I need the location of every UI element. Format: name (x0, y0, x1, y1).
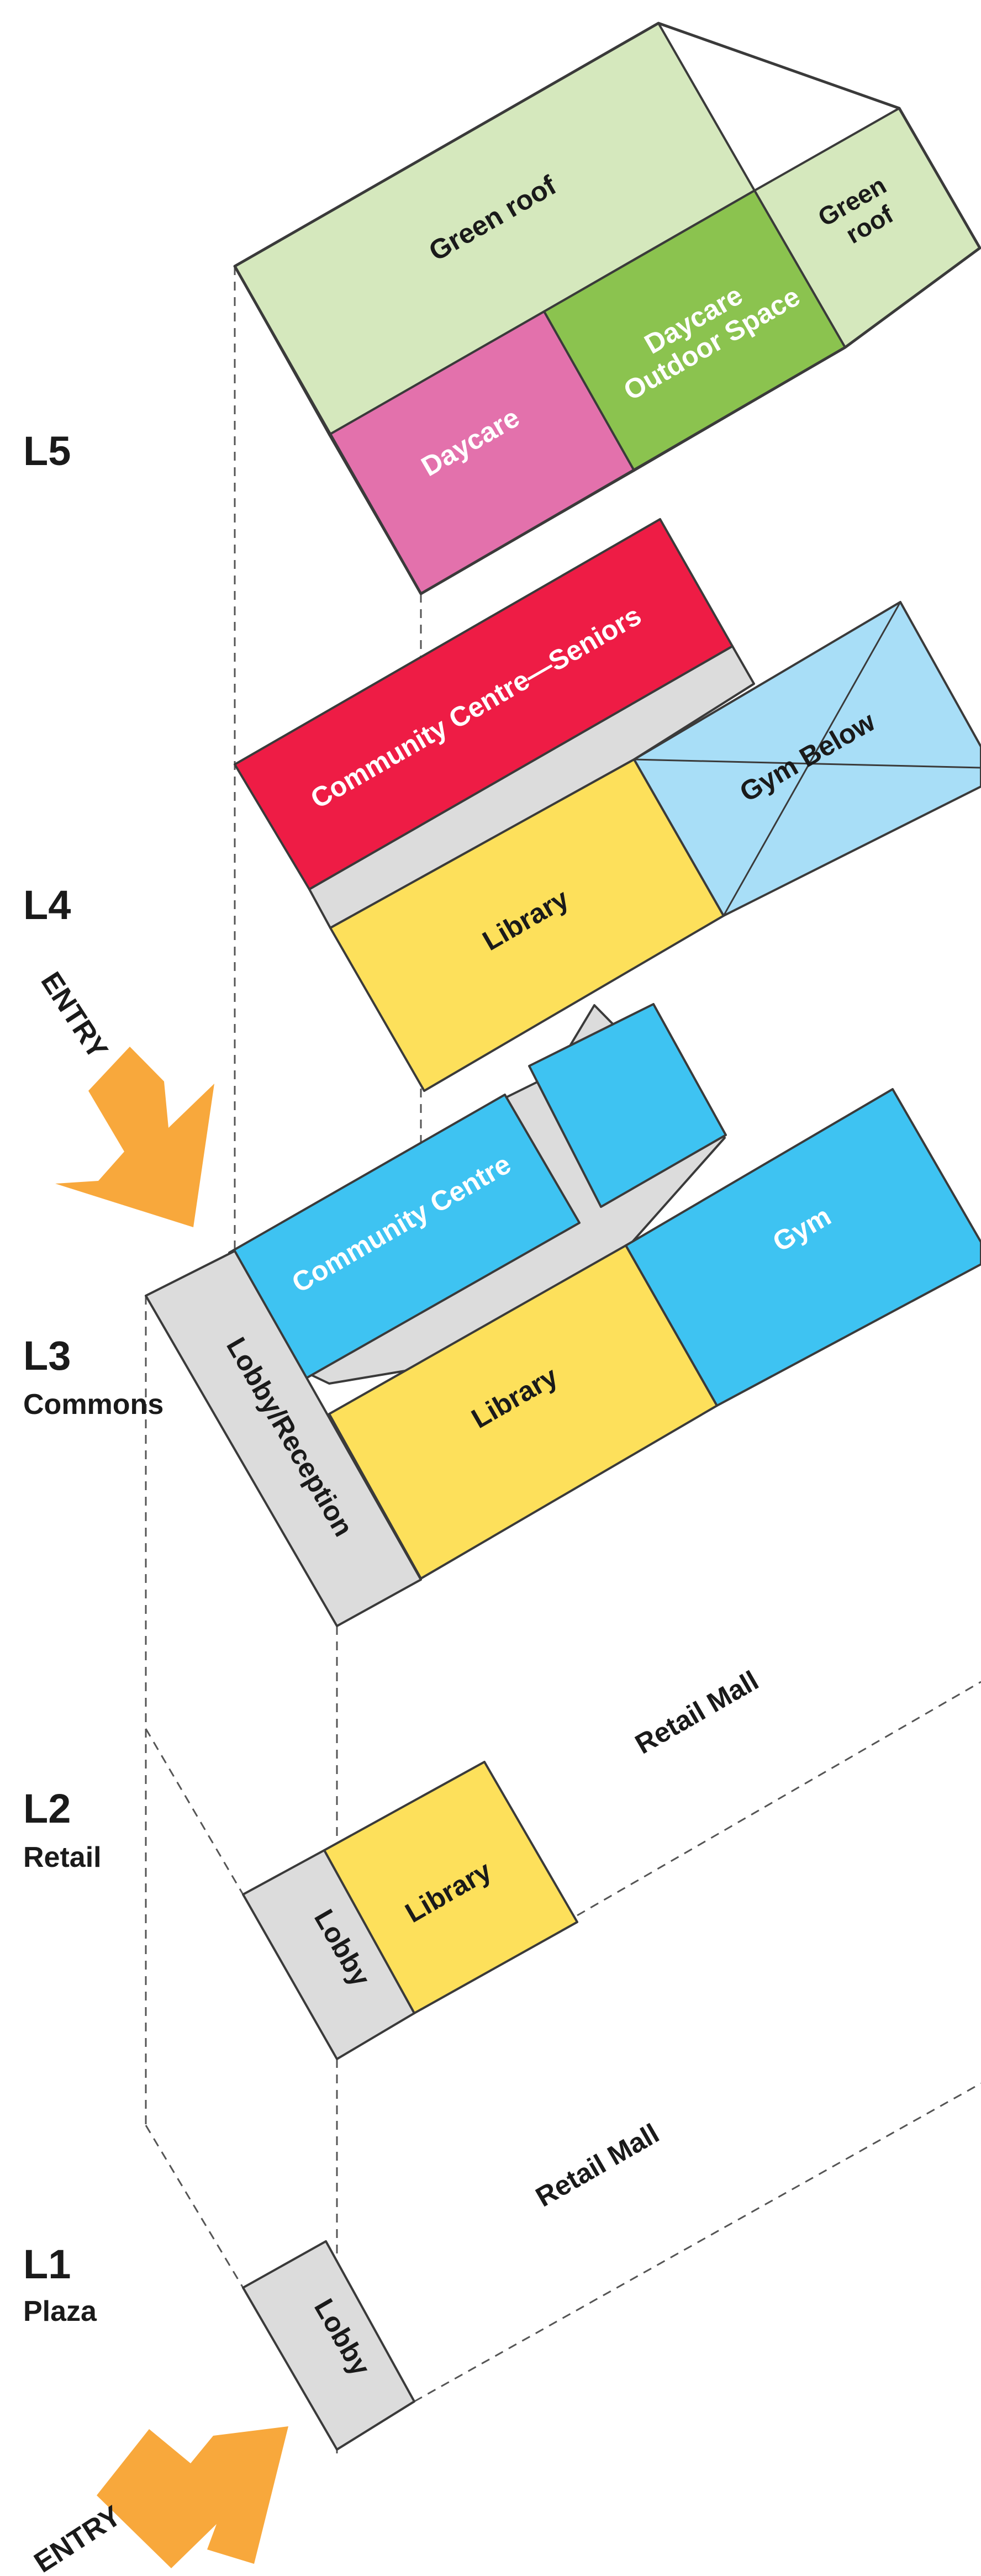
level-1-plan: Lobby Retail Mall (242, 2118, 664, 2451)
l4-gym-below (633, 601, 981, 917)
level-label-l5: L5 (23, 428, 71, 474)
l4-community-centre-seniors (234, 518, 734, 890)
l3-lobby-reception (145, 1250, 422, 1627)
l1-lobby (242, 2240, 415, 2451)
entry-lower: ENTRY (29, 2426, 288, 2576)
entry-arrow-lower-icon (97, 2426, 288, 2568)
level-label-l3: L3 (23, 1333, 71, 1379)
level-5-plan: Green roof Green roof Daycare Daycare Ou… (233, 22, 981, 595)
entry-lower-label: ENTRY (29, 2500, 127, 2576)
l2-lobby (242, 1849, 415, 2060)
level-2-plan: Library Lobby Retail Mall (242, 1665, 764, 2060)
level-label-l2: L2 (23, 1786, 71, 1831)
level-4-plan: Community Centre—Seniors Library Gym Bel… (234, 518, 981, 1092)
entry-arrow-upper-icon (55, 1047, 214, 1227)
level-label-l1: L1 (23, 2241, 71, 2287)
level-subtitle-l3: Commons (23, 1389, 164, 1421)
l1-retail-mall-label: Retail Mall (530, 2118, 664, 2213)
level-label-l4: L4 (23, 882, 71, 928)
l2-retail-mall-label: Retail Mall (630, 1665, 763, 1760)
entry-upper: ENTRY (34, 967, 214, 1227)
level-3-plan: Community Centre Gym Library Lobby/Recep… (145, 1003, 981, 1627)
level-subtitle-l2: Retail (23, 1841, 102, 1873)
l3-community-annex (528, 1003, 727, 1208)
l3-gym (625, 1088, 981, 1407)
level-subtitle-l1: Plaza (23, 2295, 97, 2327)
level-labels: L5 L4 L3 Commons L2 Retail L1 Plaza (23, 428, 164, 2327)
entry-upper-label: ENTRY (34, 967, 114, 1065)
